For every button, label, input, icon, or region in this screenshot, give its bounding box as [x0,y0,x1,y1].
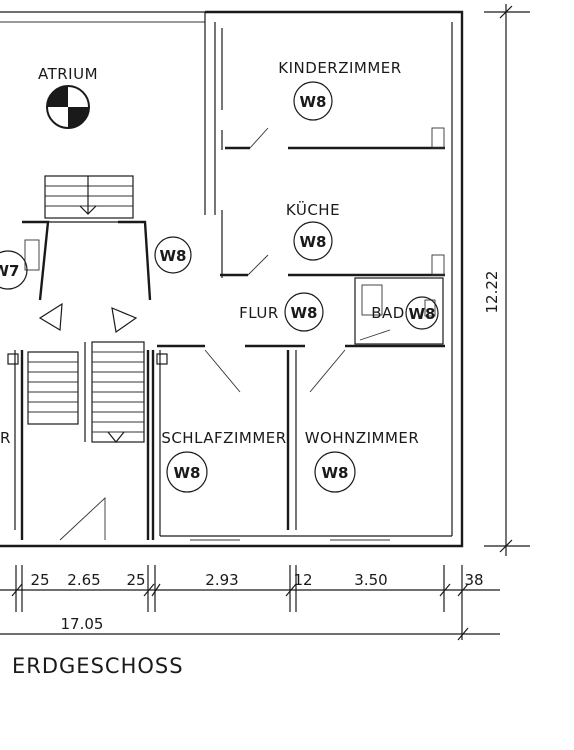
dimension-h-7: 38 [464,571,483,589]
vertical-dimension-line [484,4,530,556]
dimension-h-1: 25 [30,571,49,589]
room-label-schlafzimmer: SCHLAFZIMMER [161,429,286,447]
interior-walls [151,28,452,541]
dimension-h-6: 3.50 [354,571,387,589]
dimension-h-4: 2.93 [205,571,238,589]
unit-tag-schlafzimmer: W8 [174,464,201,482]
plan-title: ERDGESCHOSS [12,654,184,678]
dimension-h-5: 12 [293,571,312,589]
room-label-atrium: ATRIUM [38,65,98,83]
dimension-total: 17.05 [61,615,104,633]
unit-tag-stair: W8 [160,247,187,265]
room-label-bad: BAD [371,304,405,322]
dimension-h-2: 2.65 [67,571,100,589]
unit-tags [0,81,439,493]
unit-tag-wohnzimmer: W8 [322,464,349,482]
horizontal-dimension-chain [0,565,500,641]
unit-tag-flur: W8 [291,304,318,322]
atrium-symbol [46,85,90,129]
dimension-h-3: 25 [126,571,145,589]
top-boundary-line [0,11,205,23]
door-swings [59,127,391,541]
dimension-vertical: 12.22 [483,271,501,314]
unit-tag-kinderzimmer: W8 [300,93,327,111]
room-label-flur: FLUR [239,304,279,322]
unit-tag-neighbor: W7 [0,262,19,280]
room-label-kinderzimmer: KINDERZIMMER [278,59,401,77]
unit-tag-kueche: W8 [300,233,327,251]
stair-hall [7,175,168,540]
exterior-walls [0,10,464,548]
room-label-cut-left: R [0,429,11,447]
room-label-wohnzimmer: WOHNZIMMER [305,429,420,447]
room-label-kueche: KÜCHE [286,200,340,219]
unit-tag-bad: W8 [409,305,436,323]
